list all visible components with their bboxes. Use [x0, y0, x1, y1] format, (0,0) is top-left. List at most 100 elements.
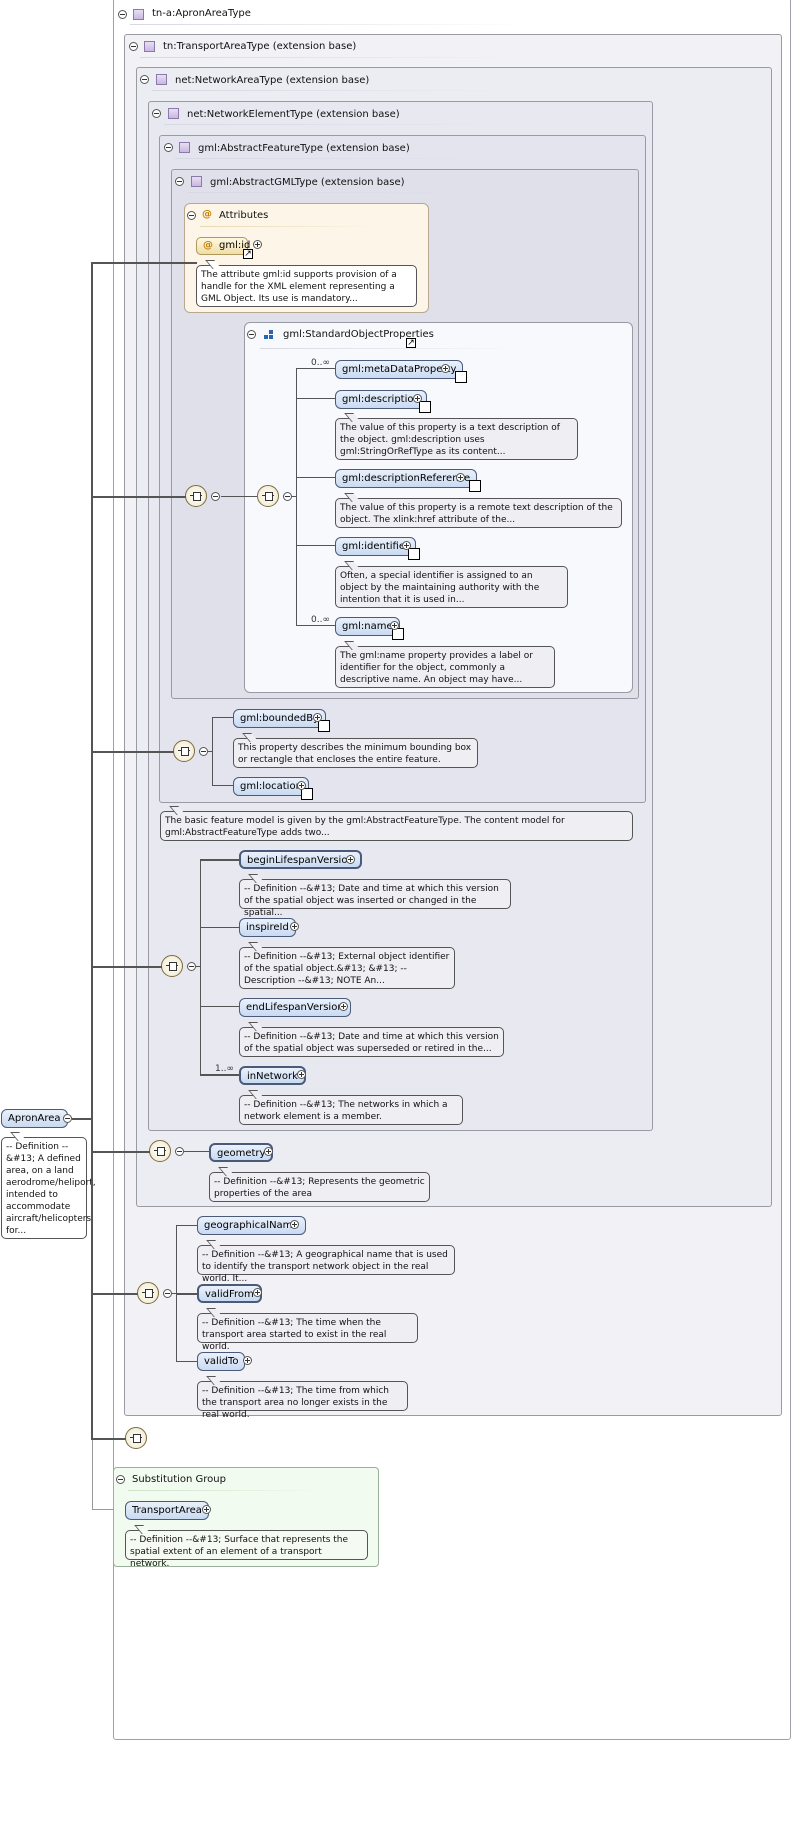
in-network-element[interactable]: inNetwork — [239, 1066, 306, 1085]
description-doc: The value of this property is a text des… — [335, 418, 578, 460]
expand-toggle[interactable] — [390, 621, 399, 630]
separator — [164, 124, 504, 125]
group-icon — [264, 330, 274, 340]
identifier-element[interactable]: gml:identifier — [335, 537, 421, 560]
collapse-toggle[interactable] — [116, 1475, 125, 1484]
bounded-by-element[interactable]: gml:boundedBy — [233, 709, 331, 732]
collapse-toggle[interactable] — [164, 143, 173, 152]
transport-area-element[interactable]: TransportArea — [125, 1501, 209, 1520]
connector — [292, 496, 296, 497]
frame-title-network-area: net:NetworkAreaType (extension base) — [175, 75, 370, 86]
expand-toggle[interactable] — [346, 855, 355, 864]
collapse-toggle[interactable] — [187, 962, 196, 971]
sequence-compositor-icon[interactable] — [161, 955, 183, 977]
expand-toggle[interactable] — [441, 364, 450, 373]
separator — [188, 192, 488, 193]
identifier-doc: Often, a special identifier is assigned … — [335, 566, 568, 608]
expand-toggle[interactable] — [202, 1505, 211, 1514]
separator — [175, 158, 495, 159]
connector — [200, 859, 240, 861]
inspire-id-element[interactable]: inspireId — [239, 918, 296, 937]
collapse-toggle[interactable] — [163, 1289, 172, 1298]
expand-toggle[interactable] — [253, 1288, 262, 1297]
valid-to-element[interactable]: validTo — [197, 1352, 246, 1371]
sequence-compositor-icon[interactable] — [173, 740, 195, 762]
connector — [172, 1293, 176, 1294]
collapse-toggle[interactable] — [140, 75, 149, 84]
connector — [296, 368, 336, 369]
substitution-connector — [92, 1509, 125, 1510]
connector — [91, 751, 174, 753]
connector — [91, 1151, 150, 1153]
frame-title-abstract-gml: gml:AbstractGMLType (extension base) — [210, 177, 405, 188]
connector — [176, 1361, 198, 1362]
connector — [221, 496, 257, 497]
gml-id-attribute[interactable]: @gml:id — [196, 237, 250, 255]
connector — [91, 496, 186, 498]
sequence-compositor-icon[interactable] — [257, 485, 279, 507]
connector — [91, 966, 162, 968]
collapse-toggle[interactable] — [175, 177, 184, 186]
expand-toggle[interactable] — [402, 541, 411, 550]
description-element[interactable]: gml:description — [335, 390, 431, 413]
name-doc: The gml:name property provides a label o… — [335, 646, 555, 688]
connector — [196, 966, 200, 967]
collapse-toggle[interactable] — [187, 211, 196, 220]
expand-toggle[interactable] — [243, 1356, 252, 1365]
geometry-doc: -- Definition --&#13; Represents the geo… — [209, 1172, 430, 1202]
expand-toggle[interactable] — [297, 1070, 306, 1079]
valid-from-element[interactable]: validFrom — [197, 1284, 262, 1303]
separator — [152, 90, 512, 91]
complex-type-icon — [168, 108, 179, 119]
description-reference-element[interactable]: gml:descriptionReference — [335, 469, 482, 492]
root-doc: -- Definition --&#13; A defined area, on… — [1, 1137, 96, 1239]
expand-toggle[interactable] — [313, 713, 322, 722]
cardinality-label: 1..∞ — [215, 1064, 234, 1074]
expand-toggle[interactable] — [413, 394, 422, 403]
separator — [260, 348, 520, 349]
collapse-toggle[interactable] — [129, 42, 138, 51]
name-element[interactable]: gml:name — [335, 617, 404, 640]
sequence-compositor-icon[interactable] — [185, 485, 207, 507]
geographical-name-element[interactable]: geographicalName — [197, 1216, 306, 1235]
expand-toggle[interactable] — [339, 1002, 348, 1011]
root-element-apron-area[interactable]: ApronArea — [1, 1109, 68, 1128]
transport-area-doc: -- Definition --&#13; Surface that repre… — [125, 1530, 368, 1569]
substitution-group-title: Substitution Group — [132, 1474, 226, 1485]
connector — [296, 477, 336, 478]
begin-lifespan-version-element[interactable]: beginLifespanVersion — [239, 850, 362, 869]
trunk-connector — [72, 1118, 92, 1120]
expand-toggle[interactable] — [297, 781, 306, 790]
connector — [91, 1438, 126, 1440]
collapse-toggle[interactable] — [63, 1114, 72, 1123]
expand-toggle[interactable] — [290, 922, 299, 931]
sequence-compositor-icon[interactable] — [137, 1282, 159, 1304]
in-network-doc: -- Definition --&#13; The networks in wh… — [239, 1095, 463, 1125]
connector — [212, 717, 213, 785]
connector — [200, 927, 240, 928]
frame-title-transport: tn:TransportAreaType (extension base) — [163, 41, 357, 52]
location-element[interactable]: gml:location — [233, 777, 313, 800]
description-reference-doc: The value of this property is a remote t… — [335, 498, 622, 528]
collapse-toggle[interactable] — [152, 109, 161, 118]
collapse-toggle[interactable] — [199, 747, 208, 756]
expand-toggle[interactable] — [456, 473, 465, 482]
expand-toggle[interactable] — [264, 1147, 273, 1156]
expand-toggle[interactable] — [290, 1220, 299, 1229]
collapse-toggle[interactable] — [175, 1147, 184, 1156]
metadata-property-element[interactable]: gml:metaDataProperty — [335, 360, 468, 383]
end-lifespan-version-element[interactable]: endLifespanVersion — [239, 998, 351, 1017]
geographical-name-doc: -- Definition --&#13; A geographical nam… — [197, 1245, 455, 1284]
connector — [296, 625, 336, 626]
separator — [200, 226, 380, 227]
collapse-toggle[interactable] — [211, 492, 220, 501]
expand-toggle[interactable] — [253, 240, 262, 249]
abstract-feature-doc: The basic feature model is given by the … — [160, 811, 633, 841]
sequence-compositor-icon[interactable] — [125, 1427, 147, 1449]
collapse-toggle[interactable] — [283, 492, 292, 501]
sequence-compositor-icon[interactable] — [149, 1140, 171, 1162]
collapse-toggle[interactable] — [247, 330, 256, 339]
connector — [212, 717, 234, 718]
collapse-toggle[interactable] — [118, 10, 127, 19]
connector — [200, 859, 201, 1074]
